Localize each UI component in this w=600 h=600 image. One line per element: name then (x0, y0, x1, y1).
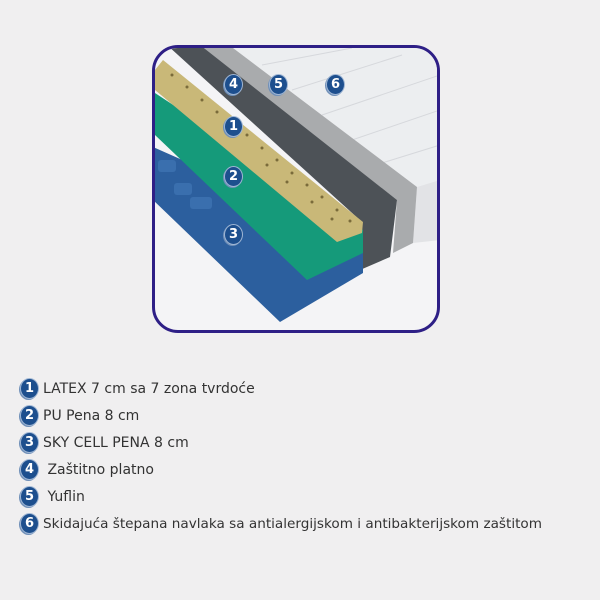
legend-label: SKY CELL PENA 8 cm (43, 434, 189, 451)
legend-label: Zaštitno platno (43, 461, 154, 478)
layer-pu (155, 93, 363, 280)
number-badge-icon: 6 (20, 513, 39, 534)
badge-5: 5 (269, 74, 288, 95)
number-badge-icon: 3 (20, 432, 39, 453)
legend-item: 5 Yuflin (20, 483, 542, 510)
legend-label: PU Pena 8 cm (43, 407, 140, 424)
mattress-cross-section (155, 48, 437, 322)
badge-4: 4 (224, 74, 243, 95)
legend-label: Yuflin (43, 488, 85, 505)
layer-latex (155, 60, 363, 242)
badge-3: 3 (224, 224, 243, 245)
layer-yuflin (200, 48, 417, 253)
latex-holes (170, 73, 352, 223)
cover-side (413, 180, 437, 243)
badge-1: 1 (224, 116, 243, 137)
legend-item: 4 Zaštitno platno (20, 456, 542, 483)
layer-protective (170, 48, 397, 270)
number-badge-icon: 1 (20, 378, 39, 399)
legend-label: LATEX 7 cm sa 7 zona tvrdoće (43, 380, 255, 397)
layer-skycell (155, 147, 363, 322)
number-badge-icon: 5 (20, 486, 39, 507)
number-badge-icon: 4 (20, 459, 39, 480)
skycell-bumps (158, 160, 212, 209)
badge-2: 2 (224, 166, 243, 187)
quilt-lines (261, 48, 437, 164)
mattress-layers-image: 4 5 6 1 2 3 (152, 45, 440, 333)
badge-6: 6 (326, 74, 345, 95)
number-badge-icon: 2 (20, 405, 39, 426)
legend-label: Skidajuća štepana navlaka sa antialergij… (43, 515, 542, 532)
